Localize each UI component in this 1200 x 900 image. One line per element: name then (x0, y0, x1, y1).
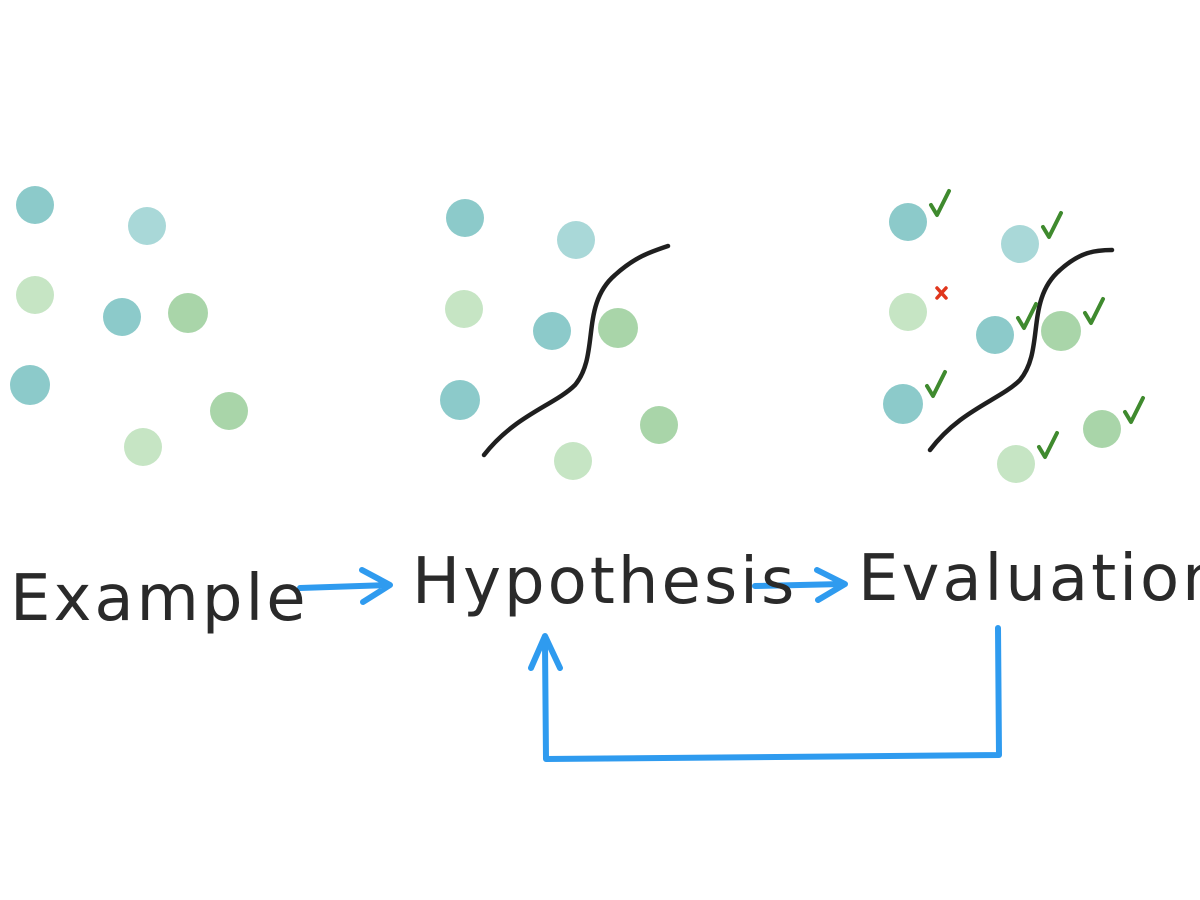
data-point-hypothesis-7 (640, 406, 678, 444)
decision-boundary-hypothesis (481, 243, 671, 458)
data-point-hypothesis-3 (445, 290, 483, 328)
data-point-evaluation-6 (883, 384, 923, 424)
data-point-example-4 (103, 298, 141, 336)
arrow-evaluation-feedback-to-hypothesis (528, 625, 1002, 762)
data-point-hypothesis-2 (557, 221, 595, 259)
data-point-hypothesis-1 (446, 199, 484, 237)
data-point-example-7 (210, 392, 248, 430)
data-point-evaluation-2 (1001, 225, 1039, 263)
arrows-layer (297, 567, 1002, 762)
panel-example (10, 186, 248, 466)
data-point-evaluation-7 (1083, 410, 1121, 448)
data-point-hypothesis-6 (440, 380, 480, 420)
check-icon (925, 370, 947, 398)
stage-label-hypothesis: Hypothesis (412, 545, 797, 619)
cross-icon (935, 286, 948, 300)
panels-layer (10, 186, 1145, 483)
data-point-hypothesis-4 (533, 312, 571, 350)
data-point-example-8 (124, 428, 162, 466)
data-point-hypothesis-8 (554, 442, 592, 480)
data-point-hypothesis-5 (598, 308, 638, 348)
stage-label-example: Example (10, 562, 309, 636)
check-icon (1016, 302, 1038, 330)
data-point-example-3 (16, 276, 54, 314)
data-point-evaluation-5 (1041, 311, 1081, 351)
check-icon (1041, 211, 1063, 239)
data-point-example-2 (128, 207, 166, 245)
check-icon (1083, 297, 1105, 325)
panel-evaluation (883, 189, 1145, 483)
check-icon (929, 189, 951, 217)
panel-hypothesis (440, 199, 678, 480)
data-point-evaluation-1 (889, 203, 927, 241)
arrow-example-to-hypothesis (297, 567, 393, 605)
data-point-example-5 (168, 293, 208, 333)
arrow-hypothesis-to-evaluation (752, 567, 848, 603)
data-point-evaluation-4 (976, 316, 1014, 354)
decision-boundary-evaluation (927, 247, 1115, 453)
data-point-example-6 (10, 365, 50, 405)
data-point-example-1 (16, 186, 54, 224)
stage-label-evaluation: Evaluation (858, 542, 1200, 616)
check-icon (1123, 396, 1145, 424)
check-icon (1037, 431, 1059, 459)
data-point-evaluation-8 (997, 445, 1035, 483)
data-point-evaluation-3 (889, 293, 927, 331)
